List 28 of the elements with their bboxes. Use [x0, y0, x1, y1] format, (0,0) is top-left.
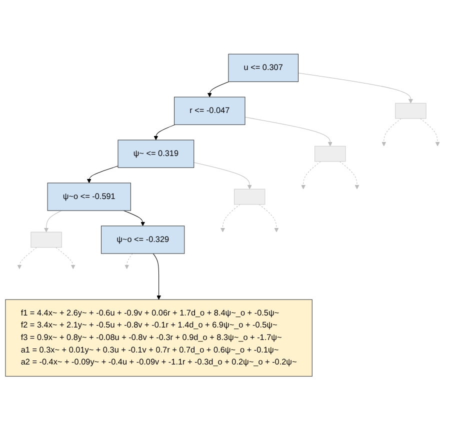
node-box: ψ~ <= 0.319: [118, 140, 194, 168]
arrow: [420, 118, 440, 146]
node-box: f1 = 4.4x~ + 2.6y~ + -0.6u + -0.9v + 0.06r + 1.7d_o + 8.4ψ~_o + -0.5ψ~ f2 = 3.4x~ + 2.1y~ + -0.5u + -0.8v + -0.1r + 1.4d_o + 6.9ψ~_o + -0.5ψ~ f3 = 0.9x~ + 0.8y~ + -0.08u + -0.8v + -0.3r + 0.9d_o + 8.3ψ~_o + -1.7ψ~ a1 = 0.3x~ + 0.01y~ + 0.3u + -0.1v + 0.7r + 0.7d_o + 0.6ψ~_o + -0.1ψ~ a2 = -0.4x~ + -0.09y~ + -0.4u + -0.09v + -1.1r + -0.3d_o + 0.2ψ~_o + -0.2ψ~: [5, 299, 312, 376]
arrow: [220, 204, 240, 232]
arrow: [301, 161, 321, 190]
arrow: [258, 204, 279, 232]
node-box: u <= 0.307: [228, 54, 298, 82]
node-box: [30, 232, 62, 248]
node-box: [314, 146, 346, 162]
arrow: [123, 210, 146, 226]
node-box: ψ~o <= -0.329: [101, 225, 185, 254]
node-box: [395, 102, 426, 119]
arrow: [17, 246, 37, 269]
arrow: [154, 124, 176, 140]
arrow: [207, 81, 230, 98]
arrow: [152, 253, 162, 300]
arrow: [56, 246, 76, 269]
node-box: ψ~o <= -0.591: [47, 182, 131, 211]
node-box: [234, 188, 266, 204]
arrow: [86, 166, 118, 183]
arrow: [298, 72, 413, 104]
arrow: [124, 253, 133, 269]
arrow: [340, 161, 360, 190]
arrow: [44, 210, 62, 232]
arrow: [194, 162, 252, 190]
arrow: [382, 118, 402, 146]
arrow: [244, 116, 332, 146]
node-box: r <= -0.047: [174, 96, 246, 125]
